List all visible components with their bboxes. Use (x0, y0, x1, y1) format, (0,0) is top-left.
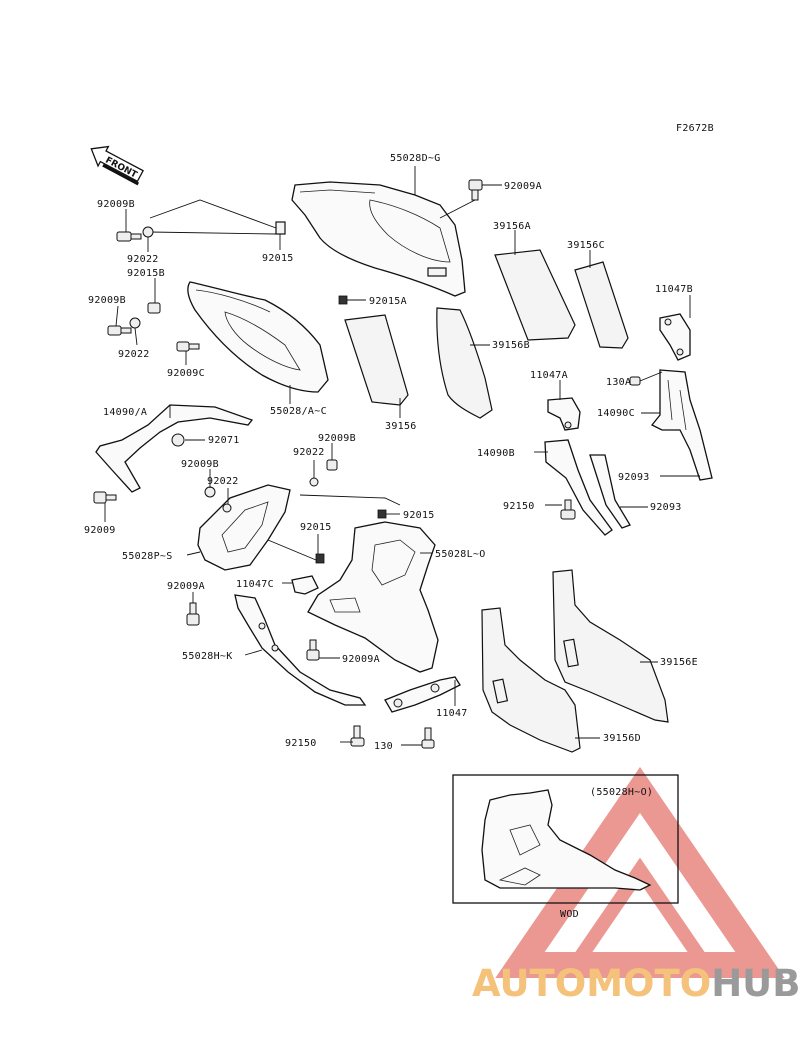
figure-code: F2672B (676, 123, 714, 134)
label-92015-a: 92015 (262, 253, 294, 264)
watermark-part1: AUTOMOTO (472, 962, 712, 1005)
label-92022-b: 92022 (118, 349, 150, 360)
watermark-text: AUTOMOTOHUB (472, 962, 800, 1005)
lower-cowl (307, 521, 439, 673)
label-55028P-S: 55028P~S (122, 551, 173, 562)
callout-labels: 92009B 92022 92015B 92009B 92022 92009C … (84, 153, 698, 752)
label-92009A-a: 92009A (504, 181, 542, 192)
label-39156C: 39156C (567, 240, 605, 251)
label-130A: 130A (606, 377, 631, 388)
bolt-92009B-d (326, 459, 338, 471)
label-92093-a: 92093 (618, 472, 650, 483)
label-92022-c: 92022 (207, 476, 239, 487)
bolt-92009A-a (468, 179, 483, 201)
label-92015-c: 92015 (300, 522, 332, 533)
upper-left-cowl (187, 281, 329, 393)
label-92015A: 92015A (369, 296, 407, 307)
label-11047C: 11047C (236, 579, 274, 590)
bracket-11047C (291, 575, 319, 595)
clip-92015A (338, 295, 348, 305)
pad-39156B (436, 307, 493, 419)
label-92009B-a: 92009B (97, 199, 135, 210)
bolt-92009B-a (116, 231, 142, 242)
clip-92015-a (275, 221, 286, 235)
label-92009A-b: 92009A (167, 581, 205, 592)
label-55028L-O: 55028L~O (435, 549, 486, 560)
label-55028A-C: 55028/A~C (270, 406, 327, 417)
label-39156B: 39156B (492, 340, 530, 351)
label-55028H-K: 55028H~K (182, 651, 233, 662)
upper-right-cowl (291, 181, 466, 297)
bracket-11047B (659, 313, 691, 361)
label-92009: 92009 (84, 525, 116, 536)
watermark-part2: HUB (711, 962, 800, 1005)
pad-39156E-slot (563, 638, 579, 668)
bracket-11047A (547, 397, 581, 431)
label-14090B: 14090B (477, 448, 515, 459)
label-92022-d: 92022 (293, 447, 325, 458)
label-39156A: 39156A (493, 221, 531, 232)
clip-92015-c (315, 553, 325, 564)
label-92071: 92071 (208, 435, 240, 446)
bolt-130A (629, 376, 641, 386)
clip-92015-b (377, 509, 387, 519)
lower-side-panel (234, 594, 367, 706)
front-arrow-icon: FRONT (90, 145, 144, 186)
mid-cowl (197, 484, 291, 571)
cowl-slot (427, 267, 447, 277)
washer-92022-b (129, 317, 141, 329)
label-11047B: 11047B (655, 284, 693, 295)
bolt-92009 (93, 491, 117, 504)
label-92150-a: 92150 (503, 501, 535, 512)
bracket-14090A (95, 404, 254, 493)
grommet-92071 (171, 433, 185, 447)
label-39156: 39156 (385, 421, 417, 432)
label-92015-b: 92015 (403, 510, 435, 521)
pad-39156D (481, 607, 581, 753)
label-92009B-d: 92009B (318, 433, 356, 444)
label-14090A: 14090/A (103, 407, 147, 418)
bolt-92150-a (560, 499, 576, 520)
leader-lines (104, 166, 700, 746)
pad-39156A (494, 249, 576, 341)
label-92093-b: 92093 (650, 502, 682, 513)
bracket-14090B (544, 439, 631, 536)
inset-sublabel: WOD (560, 909, 579, 920)
label-92022-a: 92022 (127, 254, 159, 265)
label-92009A-c: 92009A (342, 654, 380, 665)
bracket-11047 (384, 676, 461, 713)
label-11047: 11047 (436, 708, 468, 719)
label-14090C: 14090C (597, 408, 635, 419)
pad-39156 (344, 314, 409, 406)
label-55028D-G: 55028D~G (390, 153, 441, 164)
inset-label: (55028H~O) (590, 787, 653, 798)
grommet-92015B (147, 302, 161, 314)
inset-frame (452, 774, 679, 904)
label-11047A: 11047A (530, 370, 568, 381)
washer-92009B-c (204, 486, 216, 498)
pad-39156C (574, 261, 629, 349)
pad-39156D-slot (492, 678, 509, 704)
bracket-14090C (650, 369, 713, 481)
bolt-92009C (176, 341, 200, 352)
bolt-92009A-b (186, 602, 200, 626)
inset-cowl (481, 789, 652, 891)
label-39156D: 39156D (603, 733, 641, 744)
label-92150-b: 92150 (285, 738, 317, 749)
label-92009B-c: 92009B (181, 459, 219, 470)
label-39156E: 39156E (660, 657, 698, 668)
bolt-130 (421, 727, 435, 749)
label-92009C: 92009C (167, 368, 205, 379)
bolt-92009A-c (306, 639, 320, 661)
label-92009B-b: 92009B (88, 295, 126, 306)
bolt-92150-b (350, 725, 365, 747)
pad-39156E (552, 569, 669, 723)
bolt-92009B-b (107, 325, 132, 336)
washer-92022-d (309, 477, 319, 487)
washer-92022-a (142, 226, 154, 238)
label-130: 130 (374, 741, 393, 752)
label-92015B: 92015B (127, 268, 165, 279)
washer-92022-c (222, 503, 232, 513)
